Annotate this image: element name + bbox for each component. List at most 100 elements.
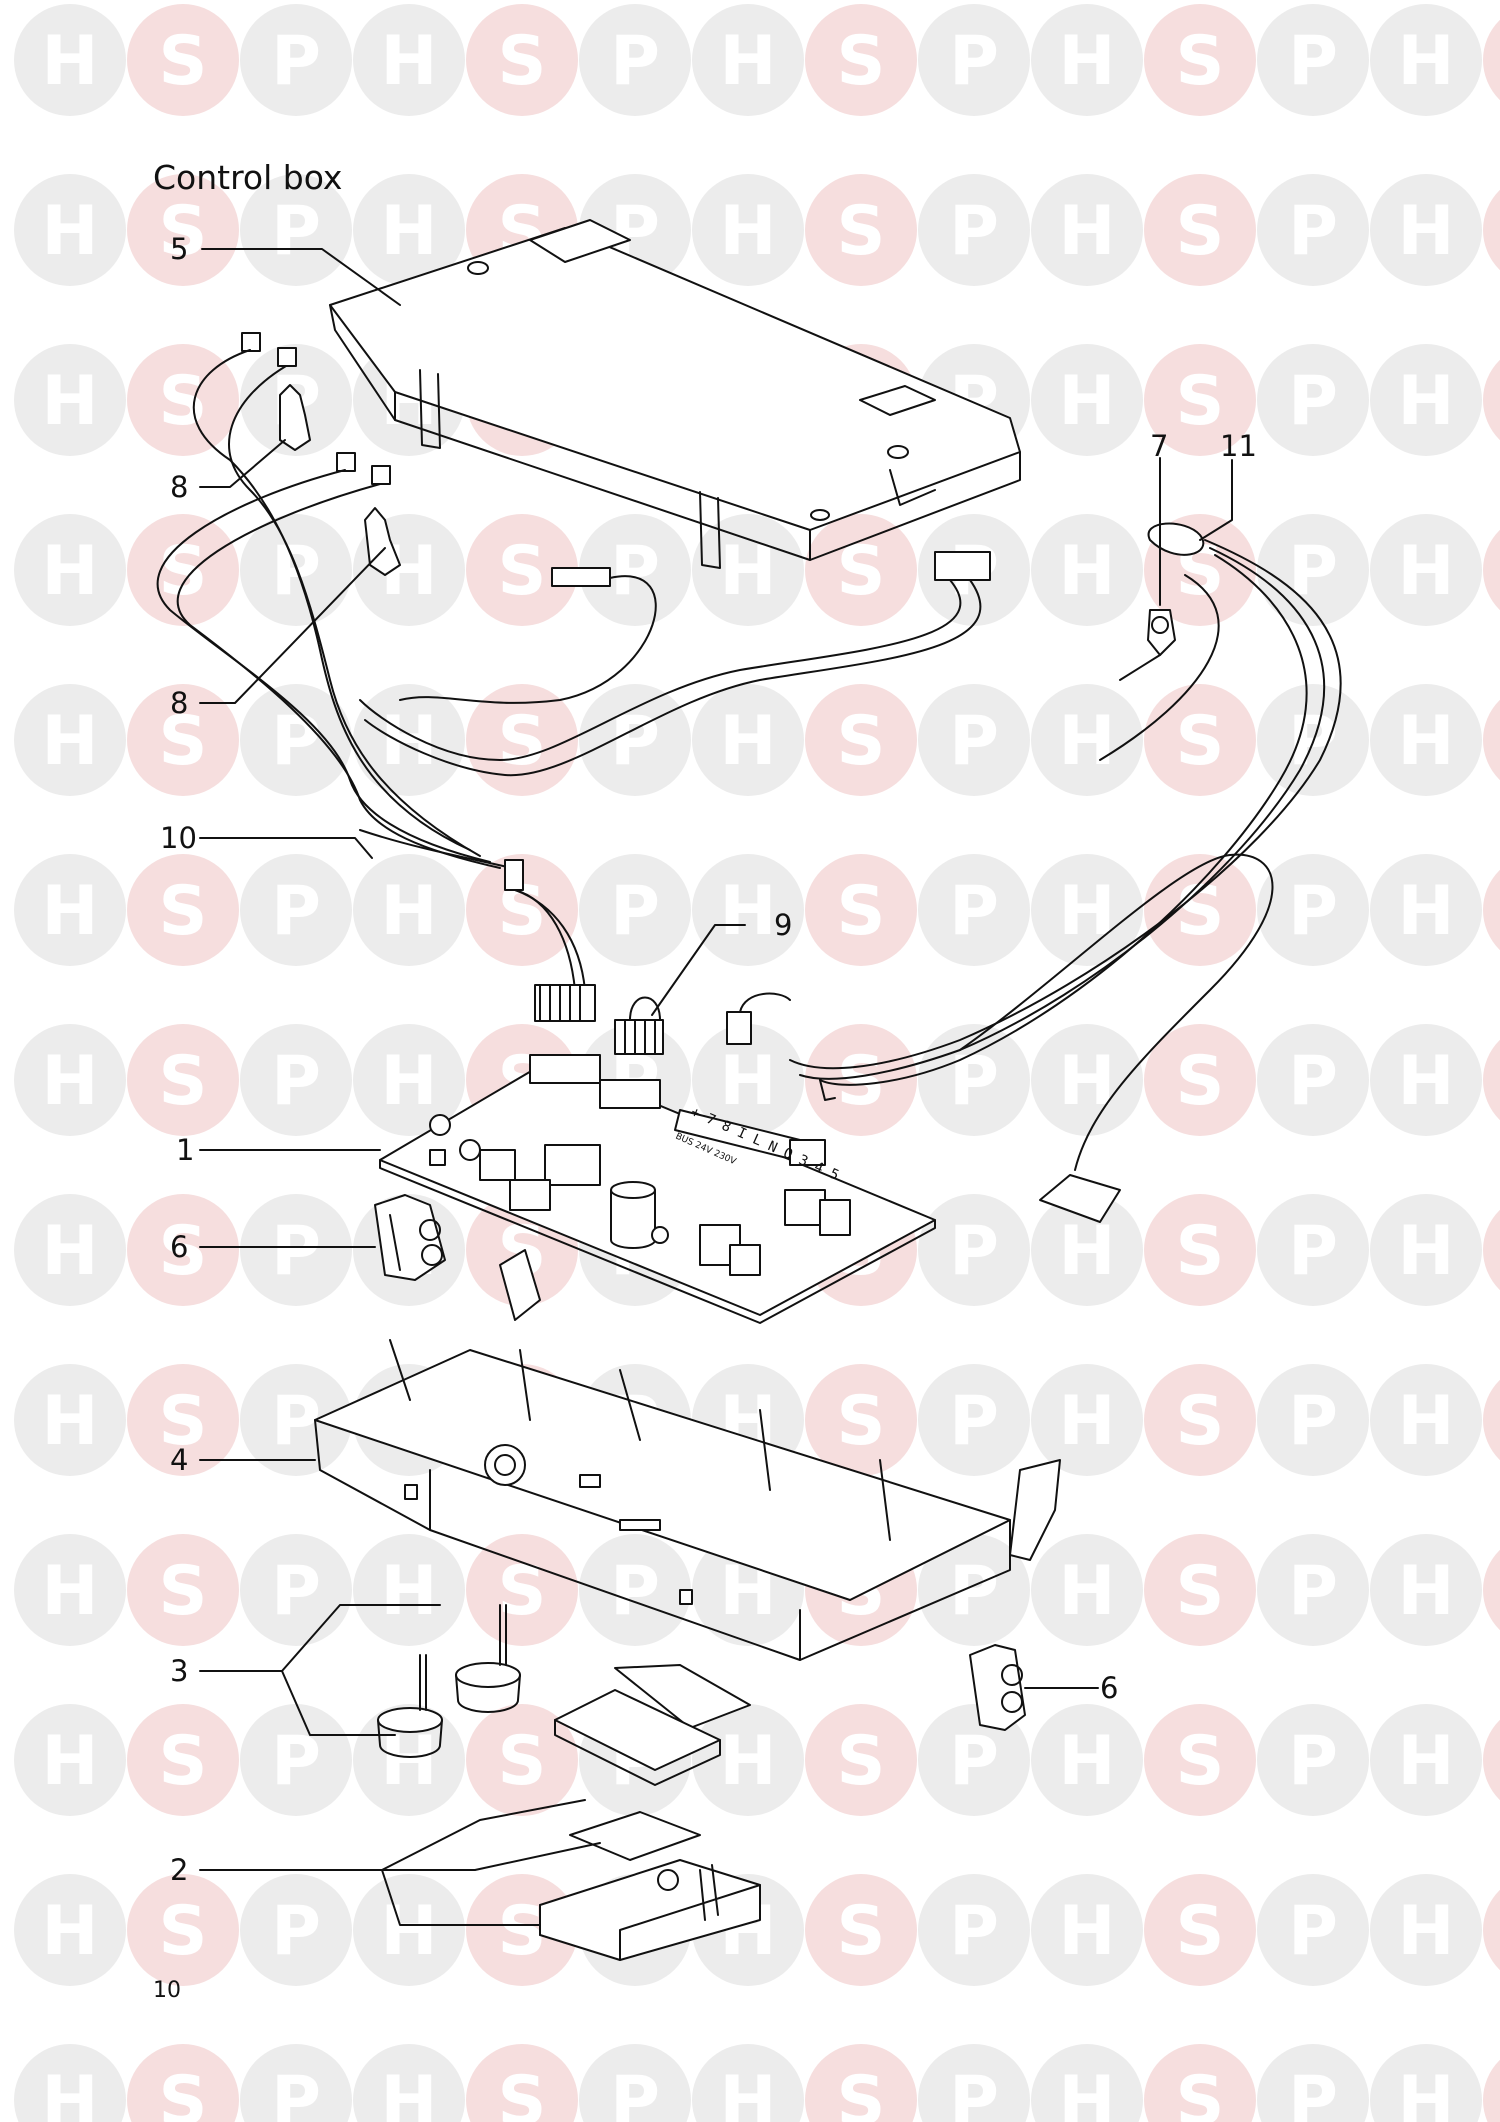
watermark-circle xyxy=(14,1534,126,1646)
watermark-letter: S xyxy=(837,1722,886,1801)
watermark-circle xyxy=(1370,4,1482,116)
watermark-circle xyxy=(1144,1194,1256,1306)
watermark-circle xyxy=(14,1874,126,1986)
watermark-circle xyxy=(579,514,691,626)
watermark-letter: S xyxy=(1176,1042,1225,1121)
watermark-circle xyxy=(1483,529,1500,611)
watermark-letter: P xyxy=(610,1552,660,1631)
watermark-letter: P xyxy=(271,1892,321,1971)
watermark-circle xyxy=(918,684,1030,796)
watermark-letter: P xyxy=(949,2062,999,2122)
watermark-circle xyxy=(14,4,126,116)
watermark-letter: S xyxy=(159,1382,208,1461)
watermark-circle xyxy=(1370,1874,1482,1986)
watermark-circle xyxy=(127,174,239,286)
watermark-letter: H xyxy=(1059,1892,1116,1971)
watermark-letter: H xyxy=(720,872,777,951)
watermark-circle xyxy=(353,1704,465,1816)
watermark-letter: H xyxy=(381,1042,438,1121)
watermark-letter: S xyxy=(1176,702,1225,781)
watermark-circle xyxy=(692,854,804,966)
harness-11 xyxy=(726,522,1342,1223)
watermark-letter: S xyxy=(498,2062,547,2122)
callout-6-left: 6 xyxy=(170,1230,189,1264)
watermark-circle xyxy=(1370,344,1482,456)
watermark-circle xyxy=(579,684,691,796)
watermark-letter: S xyxy=(159,1042,208,1121)
watermark-circle xyxy=(466,1534,578,1646)
watermark-letter: H xyxy=(1398,1552,1455,1631)
watermark-letter: H xyxy=(1398,1892,1455,1971)
watermark-circle xyxy=(14,1194,126,1306)
watermark-circle xyxy=(805,1024,917,1136)
watermark-letter: H xyxy=(42,362,99,441)
watermark-circle xyxy=(805,1874,917,1986)
watermark-letter: H xyxy=(1059,2062,1116,2122)
watermark-circle xyxy=(353,684,465,796)
watermark-letter: S xyxy=(837,2062,886,2122)
watermark-letter: S xyxy=(837,1042,886,1121)
watermark-letter: S xyxy=(159,192,208,271)
watermark-letter: P xyxy=(1288,872,1338,951)
watermark-circle xyxy=(353,1534,465,1646)
watermark-circle xyxy=(1257,174,1369,286)
watermark-letter: H xyxy=(1059,1552,1116,1631)
watermark-letter: S xyxy=(159,872,208,951)
watermark-circle xyxy=(805,514,917,626)
watermark-letter: S xyxy=(159,2062,208,2122)
watermark-circle xyxy=(353,1874,465,1986)
watermark-letter: P xyxy=(1288,1552,1338,1631)
watermark-letter: H xyxy=(381,1892,438,1971)
watermark-circle xyxy=(692,174,804,286)
watermark-letter: P xyxy=(271,1212,321,1291)
watermark-circle xyxy=(127,1534,239,1646)
watermark-letter: H xyxy=(1398,1212,1455,1291)
watermark-letter: P xyxy=(949,1892,999,1971)
connector-9 xyxy=(614,996,664,1055)
watermark-letter: P xyxy=(610,2062,660,2122)
watermark-circle xyxy=(1257,1534,1369,1646)
watermark-letter: P xyxy=(610,22,660,101)
watermark-letter: H xyxy=(381,702,438,781)
watermark-circle xyxy=(805,684,917,796)
watermark-circle xyxy=(353,4,465,116)
watermark-circle xyxy=(240,684,352,796)
callout-11: 11 xyxy=(1220,429,1257,463)
watermark-circle xyxy=(466,854,578,966)
watermark-circle xyxy=(1031,4,1143,116)
callout-5: 5 xyxy=(170,232,189,266)
watermark-letter: P xyxy=(949,872,999,951)
watermark-circle xyxy=(14,1024,126,1136)
watermark-circle xyxy=(127,854,239,966)
watermark-letter: H xyxy=(1059,702,1116,781)
pcb-small-text: BUS 24V 230V xyxy=(674,1132,738,1168)
watermark-letter: H xyxy=(720,22,777,101)
watermark-letter: P xyxy=(949,1382,999,1461)
watermark-circle xyxy=(1031,1534,1143,1646)
watermark-letter: H xyxy=(1059,1042,1116,1121)
watermark-letter: S xyxy=(1176,1212,1225,1291)
watermark-circle xyxy=(805,4,917,116)
watermark-circle xyxy=(1483,1719,1500,1801)
watermark-letter: H xyxy=(720,702,777,781)
display-assembly xyxy=(539,1664,761,1961)
watermark-letter: S xyxy=(498,1892,547,1971)
watermark-circle xyxy=(127,514,239,626)
callout-3: 3 xyxy=(170,1654,189,1688)
watermark-letter: S xyxy=(1176,1722,1225,1801)
watermark-circle xyxy=(805,854,917,966)
watermark-letter: P xyxy=(271,192,321,271)
watermark-circle xyxy=(14,174,126,286)
watermark-circle xyxy=(918,854,1030,966)
watermark-circle xyxy=(1483,1379,1500,1461)
watermark-circle xyxy=(1370,1194,1482,1306)
page-number: 10 xyxy=(153,1978,181,2003)
callout-6-right: 6 xyxy=(1100,1671,1119,1705)
watermark-circle xyxy=(466,1704,578,1816)
watermark-circle xyxy=(1370,684,1482,796)
watermark-circle xyxy=(240,4,352,116)
watermark-letter: H xyxy=(1059,1382,1116,1461)
watermark-circle xyxy=(14,1704,126,1816)
watermark-letter: P xyxy=(1288,362,1338,441)
